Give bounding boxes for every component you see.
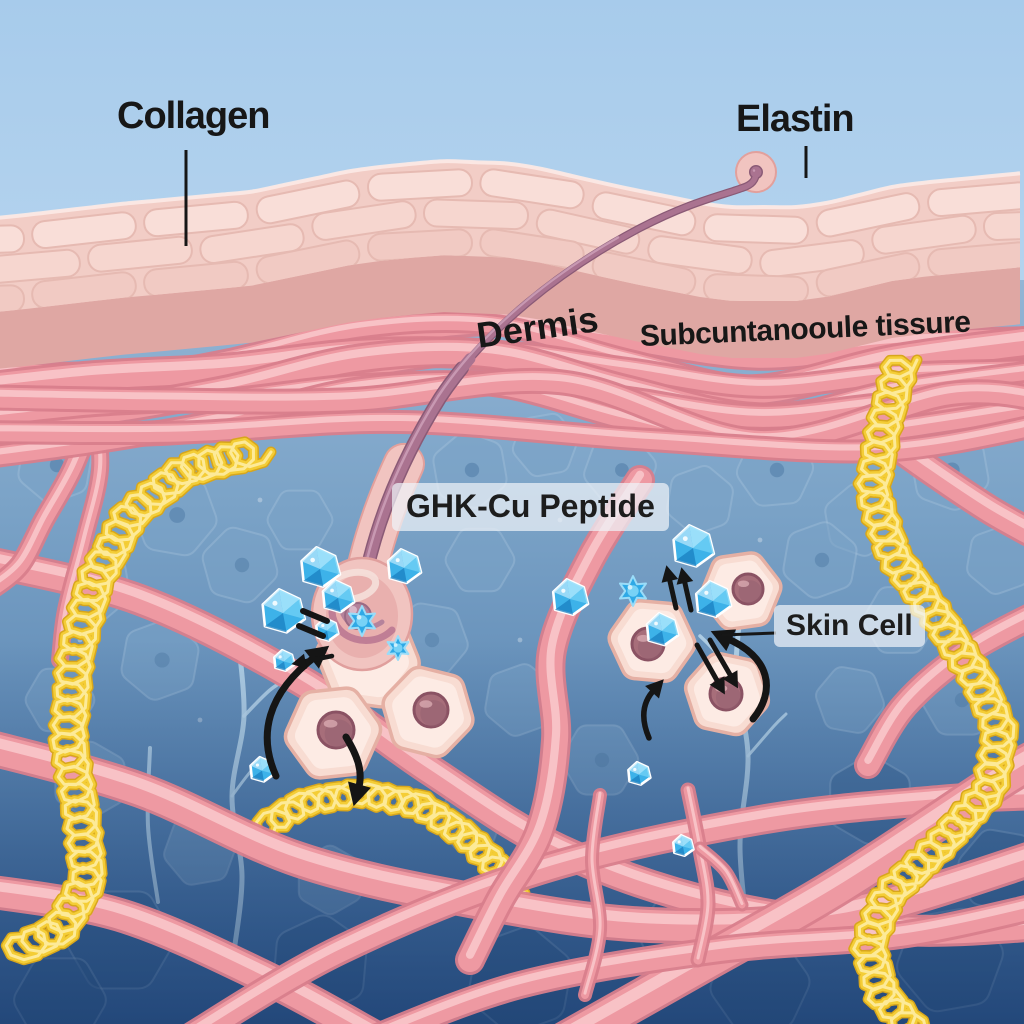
arrow [299,653,335,665]
epidermis-layer [0,159,1021,369]
arrow [707,637,735,681]
pointer-lines [184,146,808,637]
dermis-cell [266,489,334,551]
dermis-cell [966,524,1024,596]
arrow [300,608,330,624]
elastin-coil-bottom [251,778,531,907]
elastin-label-text: Elastin [736,98,855,140]
subcutaneous-fibers [0,401,1024,1024]
epidermis-basal-band [0,252,1020,369]
arrow [722,634,770,723]
arrow [666,574,679,611]
ghk-peptide-label-text: GHK-Cu Peptide [406,488,655,524]
skin-surface-highlight [0,159,1021,220]
arrow [681,576,694,613]
elastin-coils [0,354,1020,1024]
label-ghk-cu-peptide: GHK-Cu Peptide [392,483,669,531]
dermis-cell [444,527,516,593]
arrow [296,623,326,639]
peptide-crystals [249,523,733,858]
process-arrows [263,565,770,807]
label-skin-cell: Skin Cell [774,605,925,647]
arrow [263,652,320,780]
skin-cell-label-text: Skin Cell [786,609,913,642]
skin-cell-pointer-line [721,631,777,637]
epidermis-cells [0,168,1020,312]
label-collagen: Collagen [117,95,270,137]
collagen-label-text: Collagen [117,95,270,137]
label-elastin: Elastin [736,98,855,140]
arrow [694,642,722,687]
